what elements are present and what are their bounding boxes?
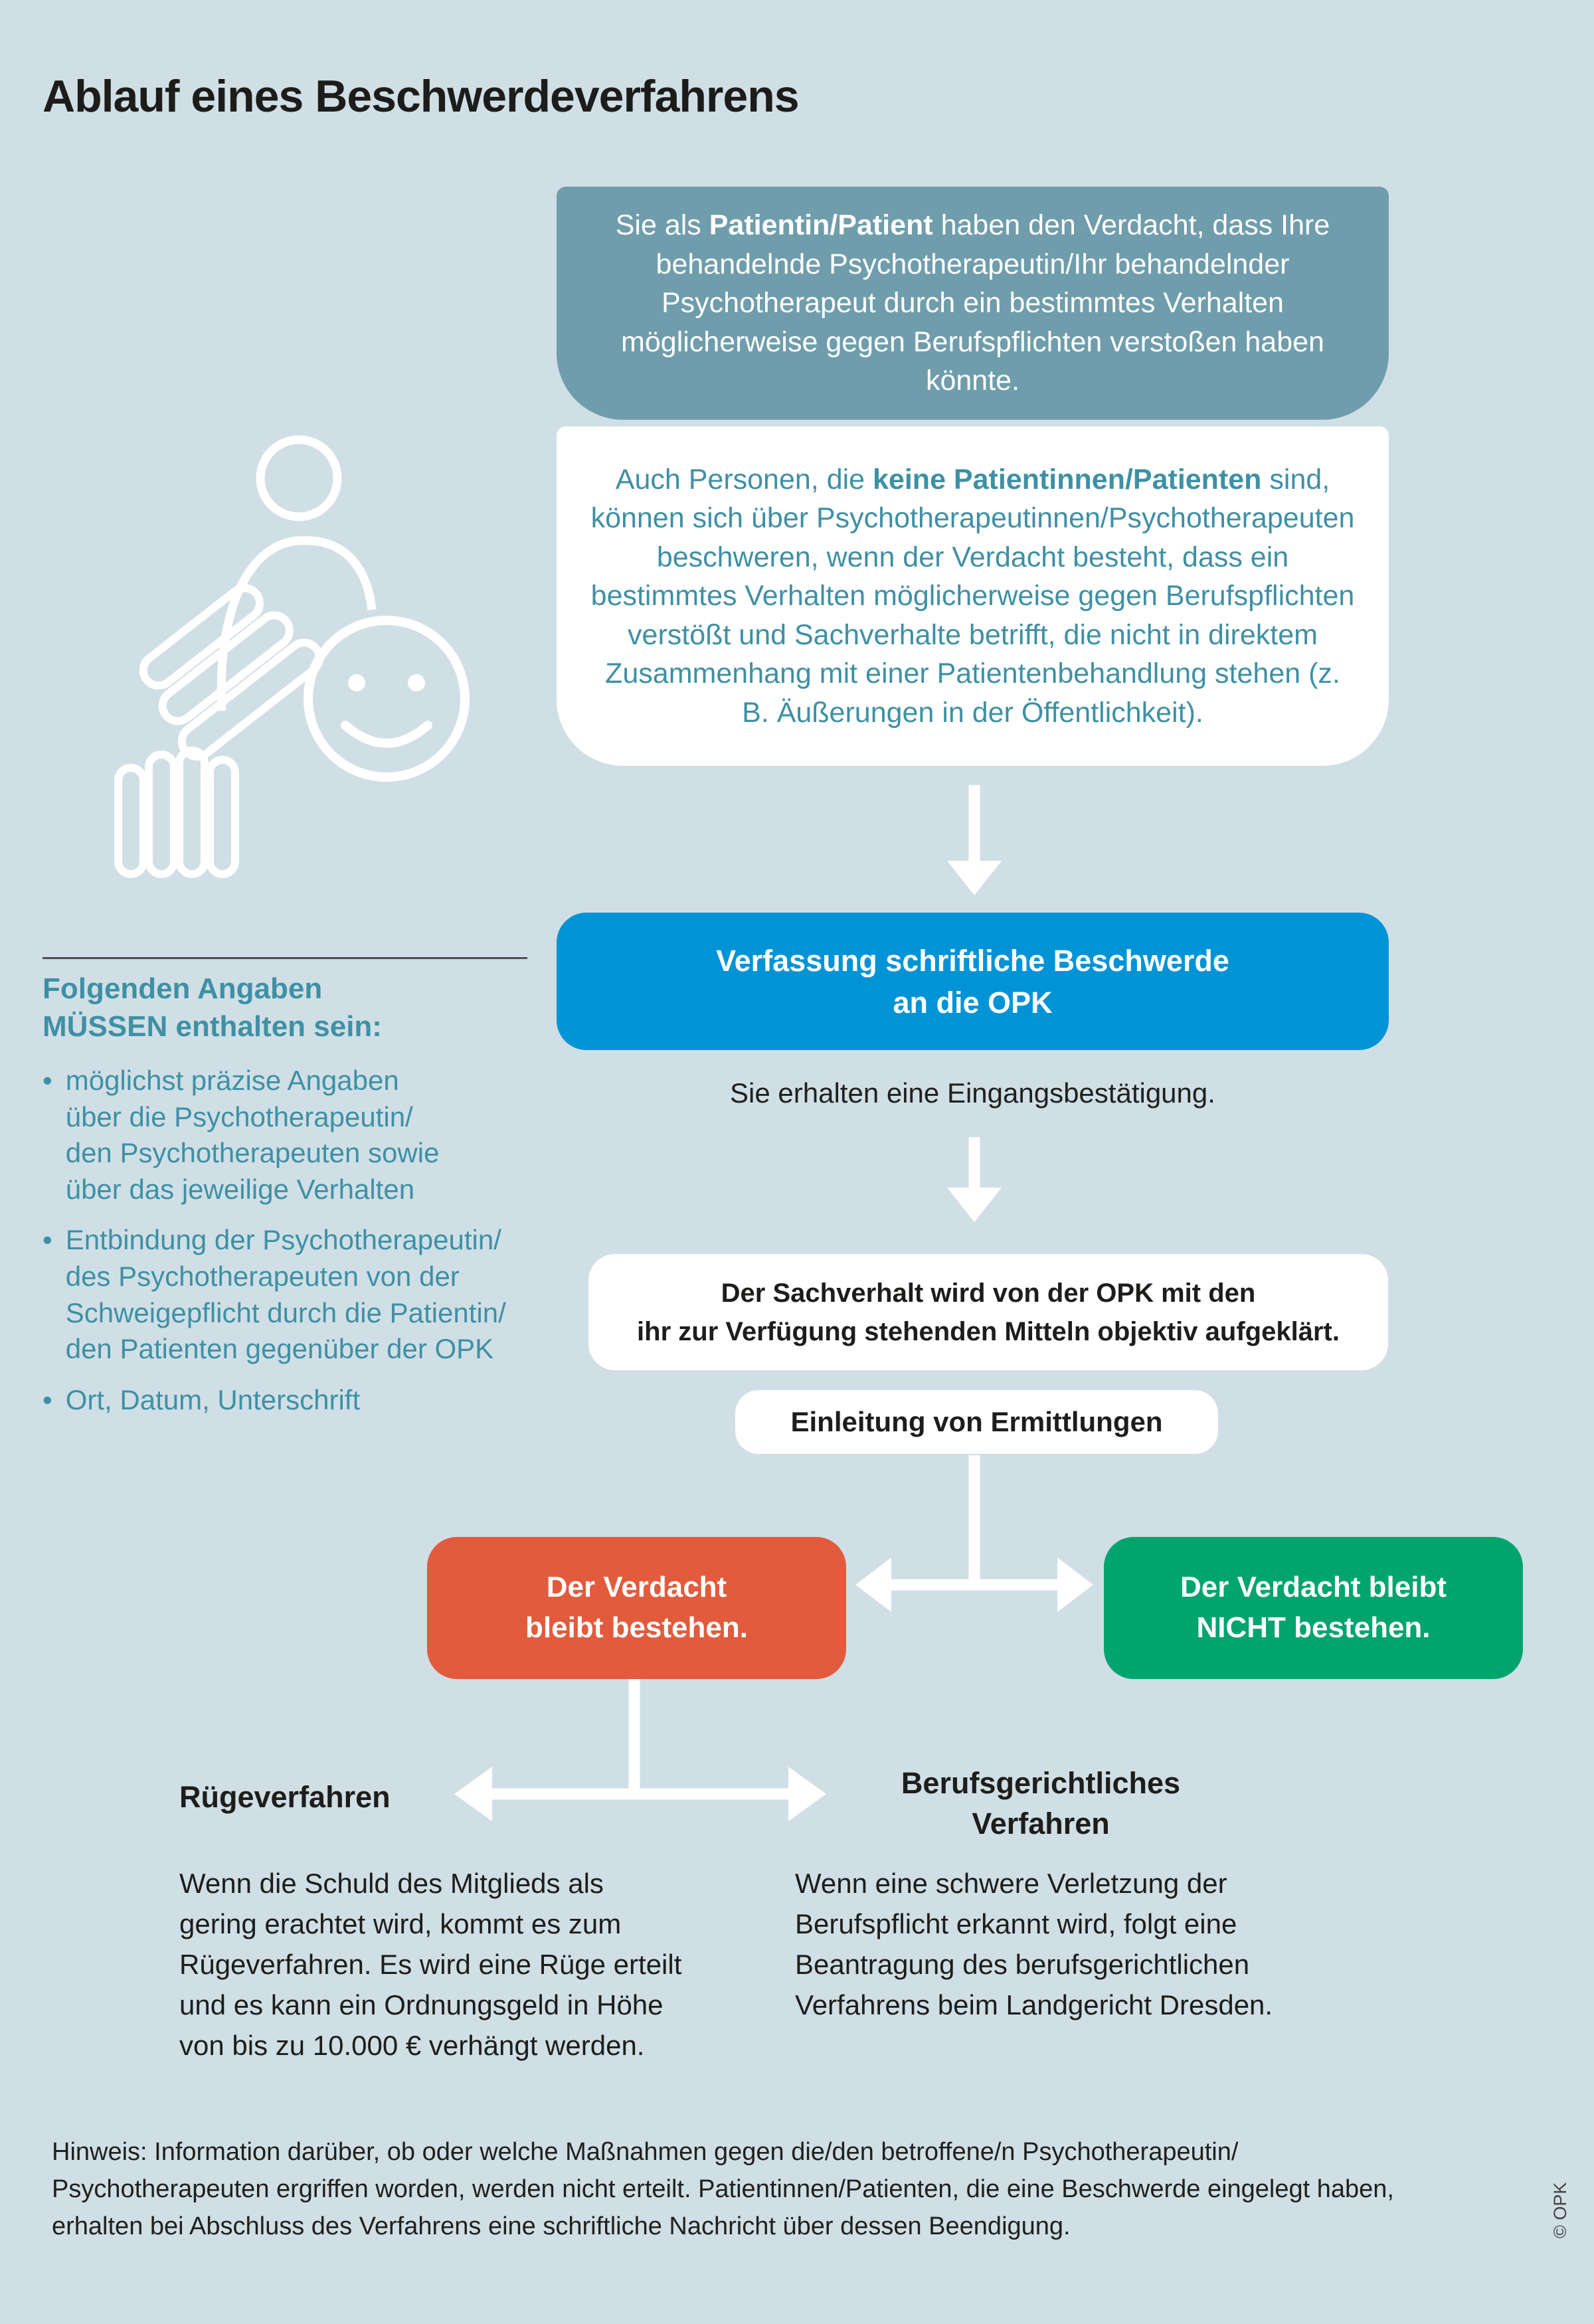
required-info-list: • möglichst präzise Angaben über die Psy… bbox=[43, 1063, 547, 1433]
initiation-label: Einleitung von Ermittlungen bbox=[790, 1406, 1163, 1437]
required-info-item: • Entbindung der Psychotherapeutin/ des … bbox=[43, 1222, 547, 1367]
non-patient-box: Auch Personen, die keine Patientinnen/Pa… bbox=[557, 426, 1389, 766]
branch-arrow-procedures-icon bbox=[454, 1679, 826, 1821]
non-patient-text-post: sind, können sich über Psychotherapeutin… bbox=[590, 463, 1355, 729]
hinweis-note: Hinweis: Information darüber, ob oder we… bbox=[52, 2138, 1394, 2241]
arrow-to-complaint-icon bbox=[947, 785, 1002, 895]
investigation-box: Der Sachverhalt wird von der OPK mit den… bbox=[588, 1254, 1388, 1370]
intro-text-post: haben den Verdacht, dass Ihre behandelnd… bbox=[621, 209, 1330, 397]
intro-text-pre: Sie als bbox=[615, 209, 709, 242]
patient-suspicion-text: Sie als Patientin/Patient haben den Verd… bbox=[588, 206, 1358, 400]
written-complaint-box: Verfassung schriftliche Beschwerde an di… bbox=[557, 913, 1389, 1050]
intro-text-bold: Patientin/Patient bbox=[709, 209, 933, 242]
required-info-heading: Folgenden Angaben MÜSSEN enthalten sein: bbox=[43, 972, 382, 1043]
suspicion-cleared-label: Der Verdacht bleibt NICHT bestehen. bbox=[1180, 1571, 1447, 1644]
written-complaint-label: Verfassung schriftliche Beschwerde an di… bbox=[716, 943, 1229, 1020]
sleeve-stripes-icon bbox=[139, 584, 323, 761]
suspicion-remains-box: Der Verdacht bleibt bestehen. bbox=[427, 1537, 846, 1679]
non-patient-text-bold: keine Patientinnen/Patienten bbox=[873, 463, 1262, 495]
page-title: Ablauf eines Beschwerdeverfahrens bbox=[43, 70, 800, 122]
branch-arrow-suspicion-icon bbox=[855, 1455, 1093, 1612]
non-patient-text: Auch Personen, die keine Patientinnen/Pa… bbox=[591, 460, 1355, 732]
ruegeverfahren-heading: Rügeverfahren bbox=[179, 1780, 391, 1814]
copyright-label: © OPK bbox=[1550, 2182, 1570, 2238]
berufsgericht-body: Wenn eine schwere Verletzung der Berufsp… bbox=[795, 1868, 1273, 2020]
required-info-item-text: Ort, Datum, Unterschrift bbox=[65, 1384, 361, 1415]
bullet-dot-icon: • bbox=[43, 1224, 52, 1256]
bullet-dot-icon: • bbox=[43, 1065, 52, 1096]
required-info-item-text: Entbindung der Psychotherapeutin/ des Ps… bbox=[65, 1224, 506, 1365]
required-info-item: • möglichst präzise Angaben über die Psy… bbox=[43, 1063, 547, 1207]
non-patient-text-pre: Auch Personen, die bbox=[615, 463, 873, 495]
initiation-box: Einleitung von Ermittlungen bbox=[735, 1390, 1218, 1454]
required-info-item-text: möglichst präzise Angaben über die Psych… bbox=[65, 1065, 440, 1205]
person-with-smiley-illustration bbox=[114, 435, 470, 878]
waving-hand-icon bbox=[114, 747, 239, 878]
arrow-to-investigation-icon bbox=[947, 1137, 1002, 1222]
ruegeverfahren-body: Wenn die Schuld des Mitglieds als gering… bbox=[179, 1868, 682, 2061]
left-column-divider bbox=[43, 957, 527, 959]
suspicion-remains-label: Der Verdacht bleibt bestehen. bbox=[525, 1571, 748, 1644]
confirmation-note: Sie erhalten eine Eingangsbestätigung. bbox=[730, 1077, 1215, 1109]
patient-suspicion-box: Sie als Patientin/Patient haben den Verd… bbox=[557, 187, 1389, 420]
suspicion-cleared-box: Der Verdacht bleibt NICHT bestehen. bbox=[1104, 1537, 1523, 1679]
berufsgericht-heading: Berufsgerichtliches Verfahren bbox=[901, 1766, 1181, 1840]
investigation-label: Der Sachverhalt wird von der OPK mit den… bbox=[637, 1278, 1340, 1346]
bullet-dot-icon: • bbox=[43, 1384, 52, 1415]
required-info-item: • Ort, Datum, Unterschrift bbox=[43, 1382, 547, 1419]
smiley-face-icon bbox=[304, 616, 470, 782]
